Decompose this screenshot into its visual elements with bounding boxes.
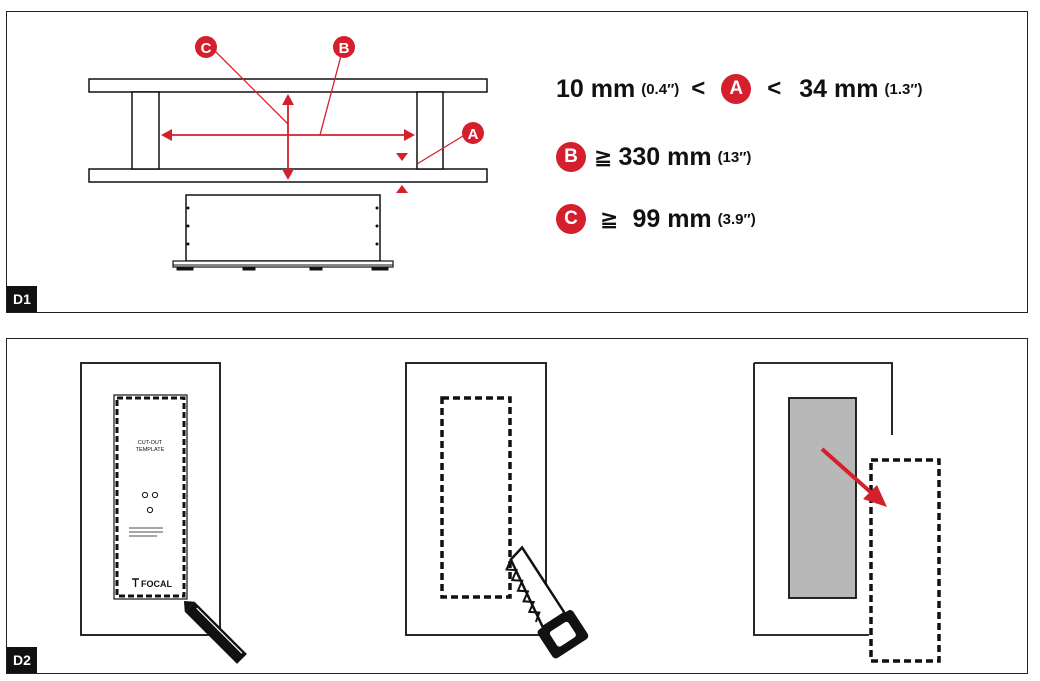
svg-text:C: C <box>201 40 212 57</box>
d1-diagram: C B A <box>88 36 488 271</box>
dimension-a-arrow <box>396 153 408 193</box>
b-operator: ≧ <box>594 144 613 169</box>
cutout-opening <box>788 397 857 599</box>
spec-b: B ≧ 330 mm (13″) <box>556 142 751 172</box>
less-than-1: < <box>691 75 706 102</box>
step3-remove-wall <box>753 362 941 663</box>
spec-badge-c: C <box>556 204 586 234</box>
a-max-value: 34 mm <box>799 74 879 103</box>
step1-template-wall: CUT-OUT TEMPLATE FOCAL <box>80 362 221 636</box>
svg-text:A: A <box>468 126 479 143</box>
c-operator: ≧ <box>600 206 619 231</box>
spec-badge-b: B <box>556 142 586 172</box>
callout-b-badge: B <box>333 36 355 58</box>
panel-label-d1: D1 <box>7 286 37 312</box>
template-title-1: CUT-OUT <box>138 440 163 446</box>
a-min-inch: (0.4″) <box>641 80 680 98</box>
cutout-template-sheet <box>113 394 188 600</box>
focal-logo-icon <box>132 578 139 587</box>
cut-dashed-outline <box>440 396 512 599</box>
a-min-value: 10 mm <box>556 74 636 103</box>
dimension-c-arrow <box>282 94 294 180</box>
pencil-icon <box>184 601 247 664</box>
d2-diagram: CUT-OUT TEMPLATE FOCAL <box>80 362 941 664</box>
callout-c-badge: C <box>195 36 217 58</box>
panel-d2: CUT-OUT TEMPLATE FOCAL <box>6 338 1028 674</box>
less-than-2: < <box>767 75 782 102</box>
b-inch: (13″) <box>717 148 752 166</box>
saw-icon <box>505 545 589 659</box>
spec-c: C ≧ 99 mm (3.9″) <box>556 204 756 234</box>
left-joist <box>131 91 160 170</box>
template-brand: FOCAL <box>141 579 172 589</box>
panel-label-d2: D2 <box>7 647 37 673</box>
template-title-2: TEMPLATE <box>136 447 165 453</box>
panel-d1: C B A 10 mm (0.4″) < <box>6 11 1028 313</box>
speaker-unit <box>172 194 394 271</box>
c-inch: (3.9″) <box>717 210 756 228</box>
removed-panel-dashed <box>869 458 941 663</box>
top-board <box>88 78 488 93</box>
spec-badge-a: A <box>721 74 752 104</box>
callout-a-badge: A <box>462 122 484 144</box>
c-value: 99 mm <box>632 204 712 233</box>
leader-b <box>319 51 343 136</box>
remove-direction-arrow <box>820 447 887 507</box>
b-value: 330 mm <box>618 142 712 171</box>
spec-a-range: 10 mm (0.4″) < A < 34 mm (1.3″) <box>556 74 923 104</box>
step2-cut-wall <box>405 362 547 636</box>
leader-c <box>213 49 289 125</box>
a-max-inch: (1.3″) <box>884 80 923 98</box>
template-dashed-outline <box>115 396 186 598</box>
leader-a <box>416 135 464 165</box>
right-joist <box>416 91 444 170</box>
svg-text:B: B <box>339 40 350 57</box>
